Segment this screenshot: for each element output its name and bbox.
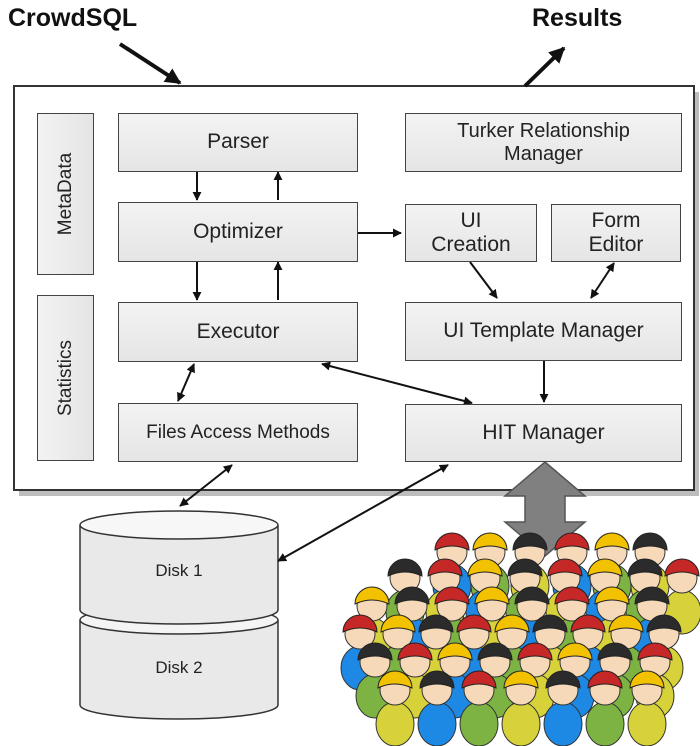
optimizer-box: Optimizer (118, 202, 358, 262)
parser-box: Parser (118, 113, 358, 172)
disk-2-label: Disk 2 (155, 658, 202, 677)
crowd-worker (585, 670, 625, 746)
files-access-methods-label: Files Access Methods (146, 421, 330, 443)
executor-box: Executor (118, 302, 358, 362)
hit-disk-arrow (277, 464, 449, 562)
formeditor-template-arrow (590, 262, 615, 299)
turker-relationship-manager-box: Turker Relationship Manager (405, 113, 682, 172)
metadata-box: MetaData (37, 113, 94, 275)
crowd-worker (627, 670, 667, 746)
hit-manager-label: HIT Manager (482, 420, 605, 444)
turker-label-line2: Manager (504, 142, 583, 165)
crowd-worker (375, 670, 415, 746)
crowdsql-input-arrow (118, 42, 182, 85)
disk-stack: Disk 1 Disk 2 (79, 510, 279, 720)
parser-label: Parser (207, 130, 269, 154)
disk-2-body (79, 620, 279, 720)
crowd-workers (340, 532, 700, 746)
turker-label-line1: Turker Relationship (457, 119, 630, 142)
form-editor-box: Form Editor (551, 204, 681, 262)
optimizer-label: Optimizer (193, 219, 283, 243)
ui-creation-label-line2: Creation (431, 233, 511, 256)
crowd-worker (501, 670, 541, 746)
executor-files-arrow (177, 363, 195, 402)
statistics-box: Statistics (37, 295, 94, 461)
ui-template-manager-box: UI Template Manager (405, 302, 682, 361)
metadata-label: MetaData (54, 152, 76, 236)
results-label: Results (532, 4, 623, 32)
disk-1-label: Disk 1 (155, 561, 202, 580)
hit-manager-box: HIT Manager (405, 404, 682, 462)
results-output-arrow (523, 46, 566, 88)
ui-creation-label-line1: UI (460, 208, 482, 232)
disk-1-top (79, 510, 279, 540)
form-editor-label-line1: Form (591, 208, 641, 232)
form-editor-label-line2: Editor (588, 233, 644, 256)
uicreation-to-template-arrow (469, 261, 498, 299)
files-access-methods-box: Files Access Methods (118, 403, 358, 462)
executor-hit-arrow (321, 361, 473, 406)
executor-label: Executor (196, 319, 280, 343)
hit-crowd-big-arrow (502, 461, 588, 557)
crowd-worker (662, 558, 700, 635)
disk-1-body (79, 525, 279, 625)
files-disk-arrow (179, 464, 233, 507)
ui-template-manager-label: UI Template Manager (443, 319, 644, 343)
crowd-worker (459, 670, 499, 746)
crowd-worker (417, 670, 457, 746)
crowd-worker (543, 670, 583, 746)
crowdsql-label: CrowdSQL (8, 4, 138, 32)
ui-creation-box: UI Creation (405, 204, 537, 262)
statistics-label: Statistics (54, 339, 76, 417)
